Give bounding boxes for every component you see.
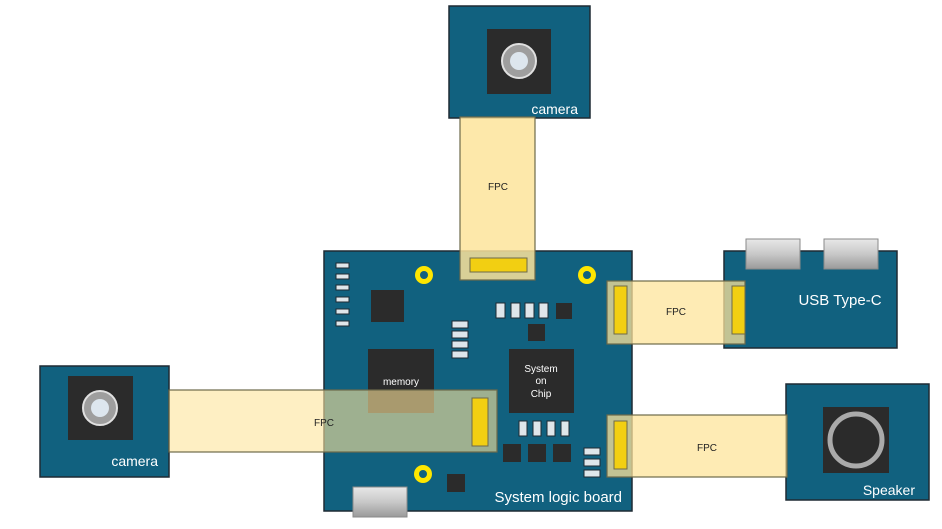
system-logic-board: memory System on Chip System logic board [323, 250, 633, 518]
speaker-icon [823, 407, 889, 473]
usb-module: USB Type-C [723, 238, 898, 349]
speaker-label: Speaker [863, 482, 915, 498]
memory-label: memory [383, 377, 419, 388]
soc-label-line-2: on [535, 376, 546, 387]
fpc-top-label: FPC [488, 182, 508, 193]
usb-label: USB Type-C [798, 292, 881, 309]
ic-chip-tiny [503, 444, 521, 462]
camera-lens-icon [68, 376, 133, 440]
pad-row-top [495, 302, 549, 319]
camera-top-label: camera [531, 101, 578, 117]
fpc-speaker-label: FPC [697, 443, 717, 454]
mounting-hole-icon [415, 266, 433, 284]
camera-module-left: camera [39, 365, 170, 478]
ic-chip-tiny [556, 303, 572, 319]
pad-stack [451, 320, 469, 359]
usb-port-icon [745, 238, 879, 270]
mounting-hole-icon [414, 465, 432, 483]
ic-chip-small [371, 290, 404, 322]
camera-left-label: camera [111, 453, 158, 469]
ic-chip-tiny [528, 324, 545, 341]
camera-module-top: camera [448, 5, 591, 119]
speaker-module: Speaker [785, 383, 930, 501]
ic-chip-tiny [528, 444, 546, 462]
fpc-cable-usb: FPC [606, 280, 746, 345]
ic-chip-tiny [553, 444, 571, 462]
pad-stack-right [583, 447, 601, 478]
camera-lens-icon [487, 29, 551, 94]
fpc-usb-label: FPC [666, 307, 686, 318]
fpc-cable-top: FPC [459, 116, 536, 281]
board-connector-icon [352, 486, 408, 518]
fpc-left-label: FPC [314, 418, 334, 429]
soc-chip [509, 349, 574, 413]
fpc-cable-speaker: FPC [606, 414, 788, 478]
soc-label-line-1: System [524, 364, 557, 375]
ic-chip-tiny [447, 474, 465, 492]
soc-label-line-3: Chip [531, 389, 552, 400]
fpc-cable-left: FPC [168, 389, 498, 453]
board-label: System logic board [494, 489, 622, 506]
edge-pads-left [335, 262, 350, 327]
mounting-hole-icon [578, 266, 596, 284]
pad-row-bottom [518, 420, 570, 437]
